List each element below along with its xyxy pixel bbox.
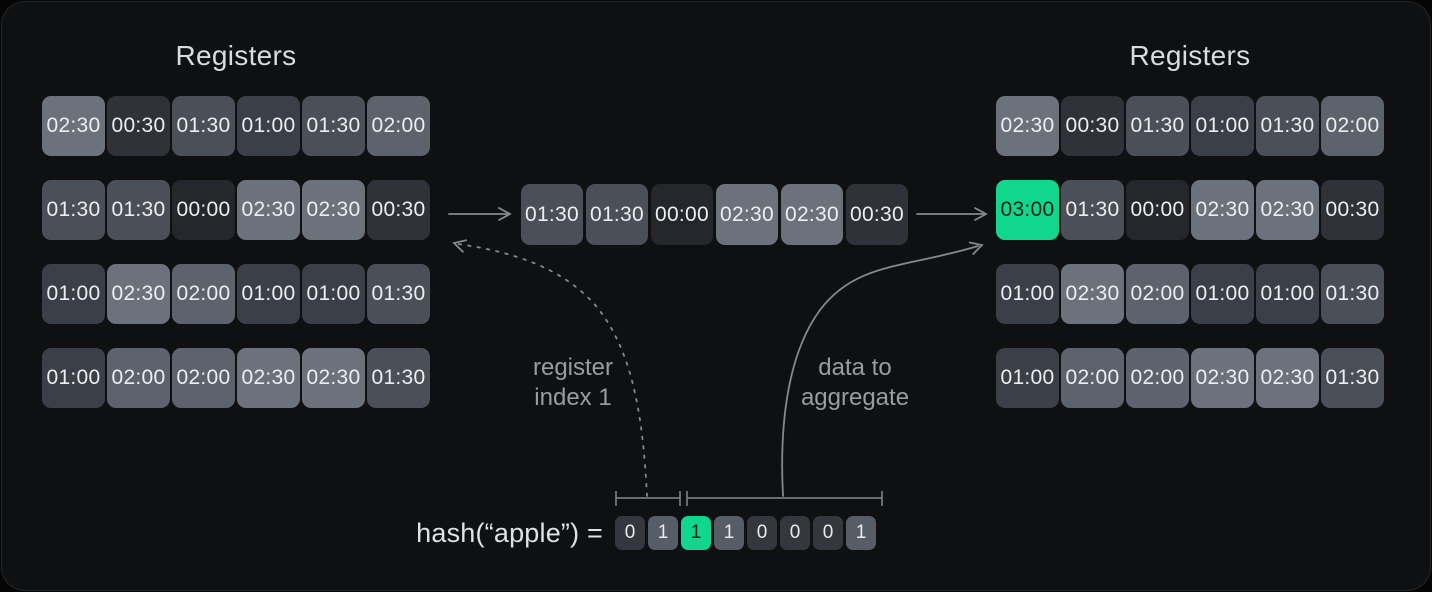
register-cell: 01:00 xyxy=(237,96,300,156)
register-cell: 02:30 xyxy=(1256,180,1319,240)
register-cell: 00:00 xyxy=(651,184,713,245)
register-cell: 02:00 xyxy=(1126,264,1189,324)
register-cell: 01:30 xyxy=(172,96,235,156)
hash-bit-highlighted: 1 xyxy=(681,516,711,550)
register-cell: 02:30 xyxy=(302,180,365,240)
register-cell: 02:00 xyxy=(172,348,235,408)
register-cell: 00:30 xyxy=(1061,96,1124,156)
annotation-line: aggregate xyxy=(800,384,910,411)
hash-bit: 1 xyxy=(648,516,678,550)
register-cell: 02:30 xyxy=(781,184,843,245)
register-cell: 02:00 xyxy=(172,264,235,324)
register-cell: 02:30 xyxy=(42,96,105,156)
hash-bit: 0 xyxy=(615,516,645,550)
register-cell: 02:00 xyxy=(367,96,430,156)
left-registers-title: Registers xyxy=(175,40,297,71)
data-to-aggregate-label: data to aggregate xyxy=(765,353,945,413)
register-cell-highlighted: 03:00 xyxy=(996,180,1059,240)
register-cell: 02:30 xyxy=(107,264,170,324)
register-cell: 02:30 xyxy=(1191,348,1254,408)
register-cell: 01:30 xyxy=(1321,264,1384,324)
hash-bit: 0 xyxy=(813,516,843,550)
register-cell: 00:30 xyxy=(1321,180,1384,240)
register-cell: 02:30 xyxy=(237,180,300,240)
register-cell: 02:00 xyxy=(1126,348,1189,408)
register-cell: 01:00 xyxy=(237,264,300,324)
register-cell: 02:30 xyxy=(1191,180,1254,240)
register-cell: 01:30 xyxy=(586,184,648,245)
register-cell: 02:00 xyxy=(1321,96,1384,156)
register-cell: 01:30 xyxy=(367,348,430,408)
register-cell: 00:30 xyxy=(367,180,430,240)
register-cell: 02:30 xyxy=(716,184,778,245)
register-cell: 01:30 xyxy=(1126,96,1189,156)
register-cell: 02:30 xyxy=(1256,348,1319,408)
register-cell: 01:00 xyxy=(42,264,105,324)
register-cell: 02:00 xyxy=(107,348,170,408)
register-cell: 01:00 xyxy=(302,264,365,324)
register-cell: 02:00 xyxy=(1061,348,1124,408)
hash-expression-label: hash(“apple”) = xyxy=(416,518,603,548)
register-cell: 00:30 xyxy=(846,184,908,245)
annotation-line: data to xyxy=(818,354,892,381)
register-cell: 01:30 xyxy=(1321,348,1384,408)
hash-bit: 1 xyxy=(846,516,876,550)
hash-bit: 1 xyxy=(714,516,744,550)
register-cell: 01:00 xyxy=(1256,264,1319,324)
register-cell: 02:30 xyxy=(237,348,300,408)
hash-bit: 0 xyxy=(780,516,810,550)
register-cell: 01:30 xyxy=(1061,180,1124,240)
register-cell: 01:30 xyxy=(521,184,583,245)
register-cell: 02:30 xyxy=(996,96,1059,156)
register-cell: 01:30 xyxy=(302,96,365,156)
register-cell: 01:00 xyxy=(1191,264,1254,324)
register-cell: 00:30 xyxy=(107,96,170,156)
register-cell: 01:00 xyxy=(996,264,1059,324)
register-index-label: register index 1 xyxy=(483,353,663,413)
register-cell: 01:30 xyxy=(42,180,105,240)
register-cell: 01:30 xyxy=(1256,96,1319,156)
register-cell: 02:30 xyxy=(302,348,365,408)
hash-bit: 0 xyxy=(747,516,777,550)
register-cell: 01:30 xyxy=(107,180,170,240)
register-cell: 02:30 xyxy=(1061,264,1124,324)
register-cell: 01:00 xyxy=(1191,96,1254,156)
annotation-line: index 1 xyxy=(534,384,612,411)
right-registers-title: Registers xyxy=(1129,40,1251,71)
register-cell: 01:00 xyxy=(996,348,1059,408)
register-cell: 00:00 xyxy=(1126,180,1189,240)
annotation-line: register xyxy=(532,354,614,381)
register-cell: 00:00 xyxy=(172,180,235,240)
register-cell: 01:30 xyxy=(367,264,430,324)
register-cell: 01:00 xyxy=(42,348,105,408)
